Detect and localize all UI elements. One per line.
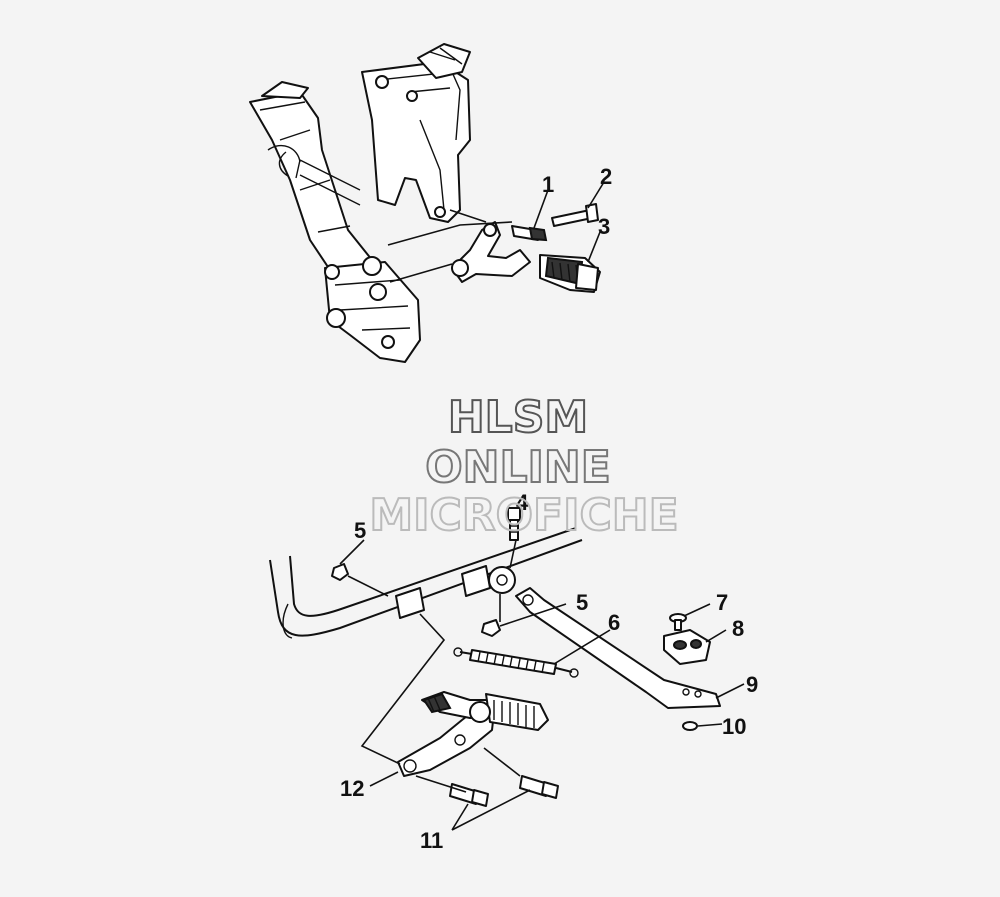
callout-2: 2 — [600, 164, 612, 189]
leader-line-2 — [587, 181, 605, 209]
callout-7: 7 — [716, 590, 728, 615]
leader-line-12 — [369, 771, 399, 787]
callout-6: 6 — [608, 610, 620, 635]
callout-9: 9 — [746, 672, 758, 697]
leader-line-1 — [533, 189, 549, 229]
leader-line-8 — [705, 629, 727, 643]
callout-5-right: 5 — [576, 590, 588, 615]
callout-8: 8 — [732, 616, 744, 641]
watermark-line-3: MICROFICHE — [369, 490, 678, 541]
leader-line-6 — [553, 629, 611, 665]
jiffy-stand-assembly — [269, 507, 721, 807]
leader-line-5a — [339, 539, 365, 565]
callout-4: 4 — [516, 490, 529, 515]
callout-1: 1 — [542, 172, 554, 197]
watermark: HLSM ONLINE MICROFICHE — [368, 391, 679, 542]
leader-line-11 — [451, 789, 531, 831]
callout-11: 11 — [420, 828, 443, 853]
leader-line-9 — [715, 683, 745, 699]
leader-line-3 — [587, 231, 601, 263]
callout-5-left: 5 — [354, 518, 366, 543]
watermark-line-2: ONLINE — [425, 442, 611, 493]
callout-3: 3 — [598, 214, 610, 239]
watermark-line-1: HLSM — [448, 392, 588, 443]
callout-12: 12 — [340, 776, 364, 801]
callout-10: 10 — [722, 714, 746, 739]
leader-line-10 — [697, 723, 723, 727]
leader-line-7 — [683, 603, 711, 617]
frame-assembly-top — [249, 43, 601, 363]
leader-line-5b — [499, 603, 567, 627]
